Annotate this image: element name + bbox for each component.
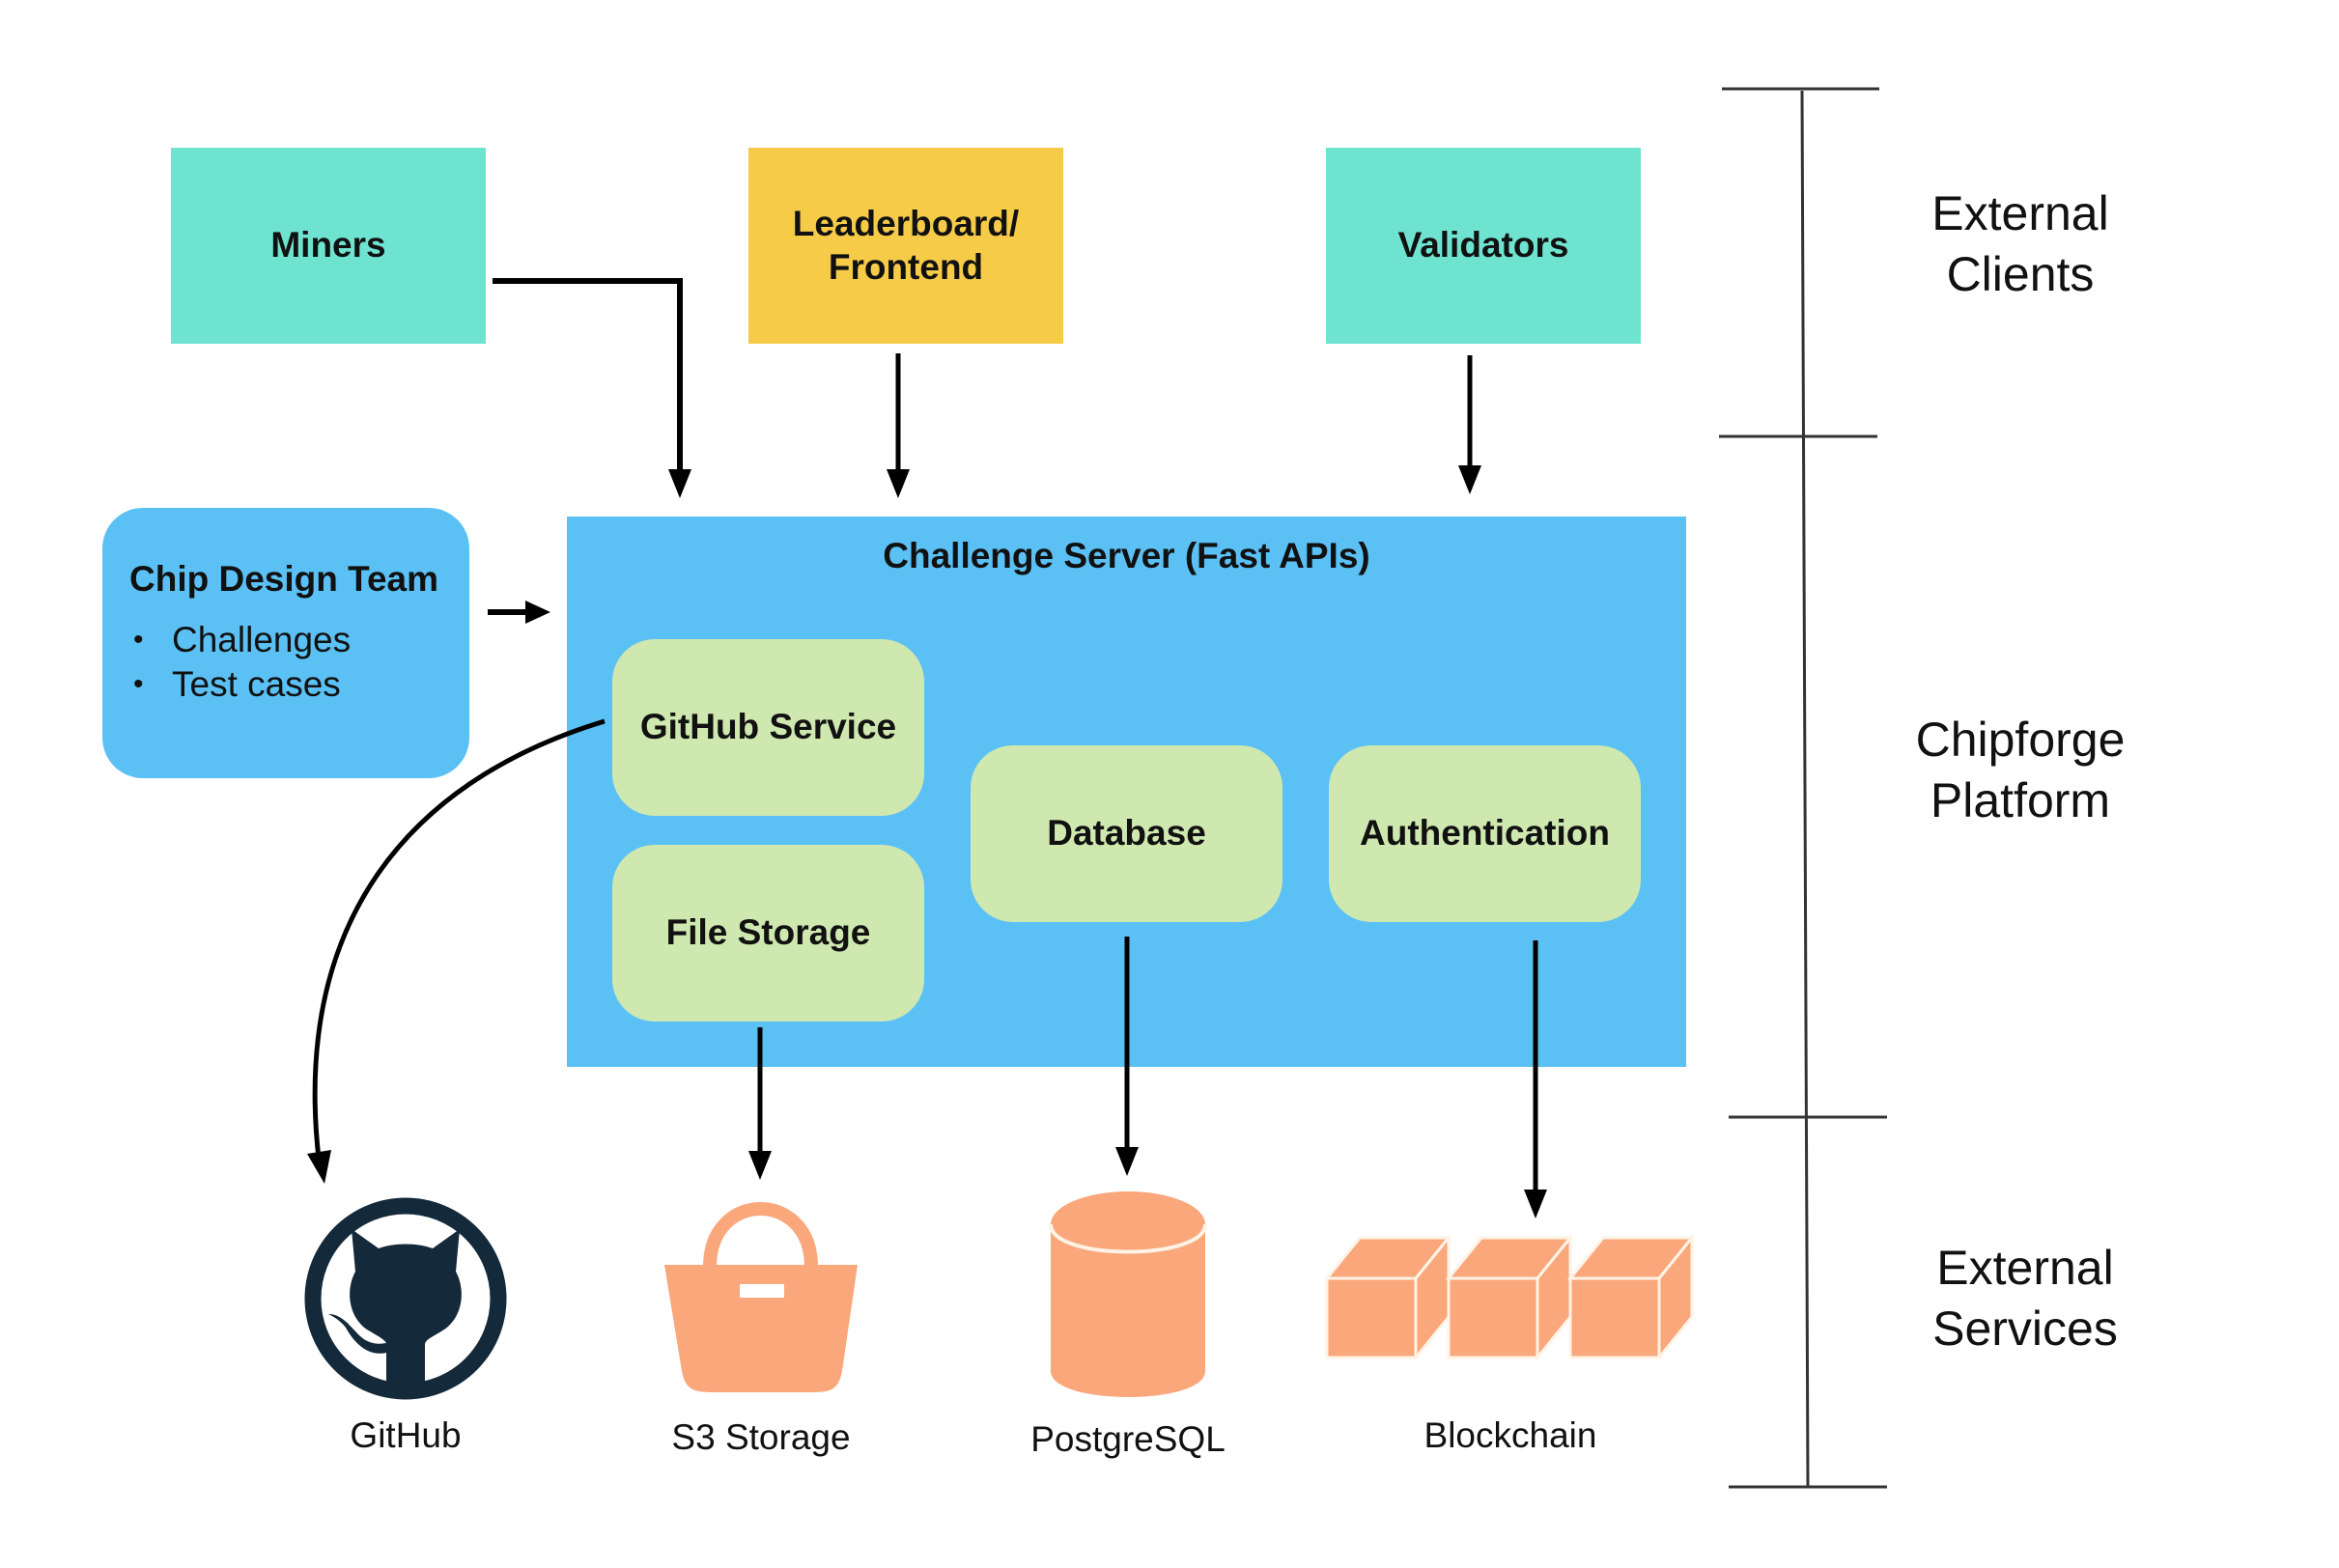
blockchain-label: Blockchain (1423, 1415, 1597, 1455)
arrow-file-storage-to-s3 (748, 1027, 772, 1180)
storage-bag-icon (664, 1202, 858, 1392)
arrow-database-to-postgresql (1115, 937, 1139, 1176)
chip-design-team-items: Challenges Test cases (102, 618, 351, 707)
chip-design-team-title: Chip Design Team (129, 559, 439, 599)
tier-label-line: Clients (1946, 246, 2095, 301)
miners-box: Miners (171, 148, 486, 344)
database-label: Database (1047, 813, 1206, 854)
validators-box: Validators (1326, 148, 1641, 344)
chip-design-team-box: Chip Design Team Challenges Test cases (102, 508, 469, 778)
team-item-challenges: Challenges (133, 618, 351, 662)
postgresql-label: PostgreSQL (1030, 1419, 1226, 1459)
challenge-server-title: Challenge Server (Fast APIs) (883, 536, 1370, 575)
arrow-miners-to-server (493, 278, 691, 498)
tier-bar (1719, 87, 1887, 1489)
database-cylinder-icon (1049, 1191, 1207, 1397)
blockchain-blocks-icon (1323, 1233, 1696, 1362)
github-label: GitHub (350, 1415, 462, 1455)
github-service-box: GitHub Service (612, 639, 924, 816)
tier-label-external-services: External Services (1851, 1238, 2199, 1358)
arrow-authentication-to-blockchain (1524, 940, 1547, 1218)
tier-label-line: Platform (1930, 772, 2111, 827)
miners-label: Miners (270, 225, 386, 266)
tier-label-line: External (1931, 186, 2109, 240)
tier-label-line: External (1936, 1241, 2114, 1295)
github-service-label: GitHub Service (639, 707, 897, 747)
database-box: Database (971, 745, 1282, 922)
tier-label-line: Services (1932, 1301, 2118, 1356)
tier-label-external-clients: External Clients (1846, 183, 2194, 304)
s3-storage-label: S3 Storage (671, 1417, 851, 1457)
arrow-github-service-to-github (307, 718, 606, 1184)
leaderboard-label-line1: Leaderboard/ (792, 204, 1020, 244)
tier-label-line: Chipforge (1915, 713, 2126, 767)
leaderboard-frontend-box: Leaderboard/ Frontend (748, 148, 1063, 344)
github-octocat-icon (304, 1197, 507, 1400)
arrow-team-to-server (488, 601, 550, 624)
validators-label: Validators (1397, 225, 1569, 266)
leaderboard-label-line2: Frontend (828, 246, 984, 287)
arrow-frontend-to-server (887, 353, 910, 498)
authentication-box: Authentication (1329, 745, 1641, 922)
authentication-label: Authentication (1360, 813, 1610, 854)
arrow-validators-to-server (1458, 355, 1481, 494)
tier-label-chipforge-platform: Chipforge Platform (1846, 710, 2194, 830)
file-storage-box: File Storage (612, 845, 924, 1022)
file-storage-label: File Storage (665, 912, 871, 953)
team-item-test-cases: Test cases (133, 662, 351, 707)
